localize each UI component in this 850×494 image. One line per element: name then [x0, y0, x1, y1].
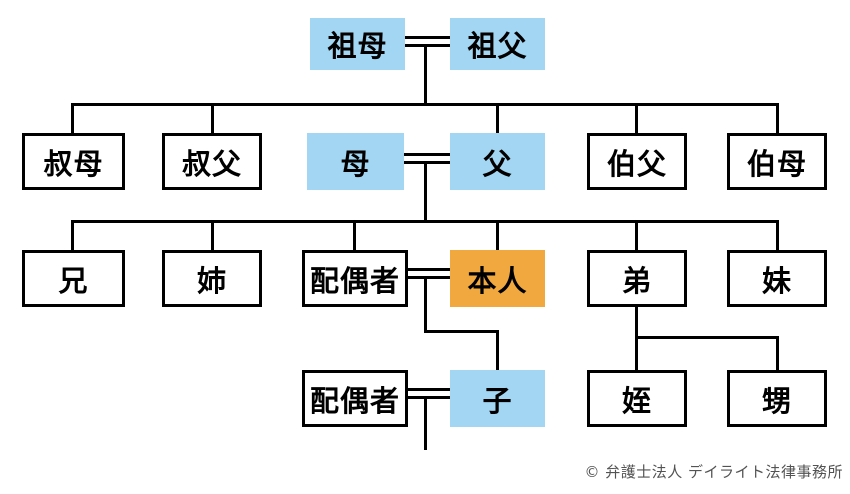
- node-ane: 姉: [162, 250, 262, 307]
- marriage-honnin-spouse: [408, 268, 450, 279]
- node-mei: 姪: [587, 370, 687, 427]
- node-shukubo: 叔母: [22, 133, 125, 190]
- node-label: 姉: [196, 263, 227, 298]
- drop-ani: [71, 220, 74, 250]
- marriage-grandparents: [405, 36, 450, 47]
- node-label: 叔母: [43, 146, 104, 181]
- node-label: 弟: [621, 263, 652, 298]
- node-honnin: 本人: [450, 250, 545, 307]
- node-haigusha-self: 配偶者: [302, 250, 408, 307]
- drop-hakufu: [635, 103, 638, 133]
- drop-shukubo: [71, 103, 74, 133]
- node-label: 本人: [467, 263, 528, 298]
- drop-ane: [211, 220, 214, 250]
- node-label: 子: [482, 383, 513, 418]
- node-label: 伯母: [746, 146, 807, 181]
- node-ko: 子: [450, 370, 545, 427]
- node-label: 甥: [761, 383, 792, 418]
- node-label: 母: [340, 146, 371, 181]
- node-label: 伯父: [606, 146, 667, 181]
- node-label: 配偶者: [309, 383, 400, 418]
- copyright-notice: © 弁護士法人 デイライト法律事務所: [584, 463, 843, 481]
- child-jog-bar: [424, 330, 499, 333]
- node-hakufu: 伯父: [587, 133, 687, 190]
- drop-oi: [776, 336, 779, 370]
- node-haigusha-ko: 配偶者: [302, 370, 408, 427]
- node-ani: 兄: [22, 250, 125, 307]
- node-imouto: 妹: [727, 250, 827, 307]
- node-chichi: 父: [450, 133, 545, 190]
- drop-otouto: [635, 220, 638, 250]
- node-haha: 母: [307, 133, 404, 190]
- drop-hakubo: [776, 103, 779, 133]
- descent-ko-below: [424, 396, 427, 450]
- node-label: 祖母: [327, 29, 388, 63]
- node-oi: 甥: [727, 370, 827, 427]
- node-label: 叔父: [181, 146, 242, 181]
- node-label: 兄: [58, 263, 89, 298]
- node-label: 妹: [761, 263, 792, 298]
- node-label: 父: [482, 146, 513, 181]
- drop-shukufu: [211, 103, 214, 133]
- node-shukufu: 叔父: [162, 133, 262, 190]
- siblings-bar-mei-oi: [635, 336, 779, 339]
- marriage-parents: [404, 153, 450, 164]
- drop-ko: [496, 330, 499, 370]
- node-label: 姪: [621, 383, 652, 418]
- node-otouto: 弟: [587, 250, 687, 307]
- drop-mei: [635, 336, 638, 370]
- drop-chichi: [496, 103, 499, 133]
- drop-honnin: [496, 220, 499, 250]
- drop-imouto: [776, 220, 779, 250]
- node-hakubo: 伯母: [727, 133, 827, 190]
- descent-parents: [424, 161, 427, 223]
- node-sobo: 祖母: [310, 18, 405, 70]
- descent-otouto-children: [635, 307, 638, 339]
- descent-honnin-child: [424, 276, 427, 333]
- descent-grandparents: [424, 44, 427, 106]
- node-sofu: 祖父: [450, 18, 545, 70]
- node-label: 配偶者: [309, 263, 400, 298]
- marriage-ko-spouse: [408, 388, 450, 399]
- drop-haigusha-self: [353, 220, 356, 250]
- node-label: 祖父: [467, 29, 528, 63]
